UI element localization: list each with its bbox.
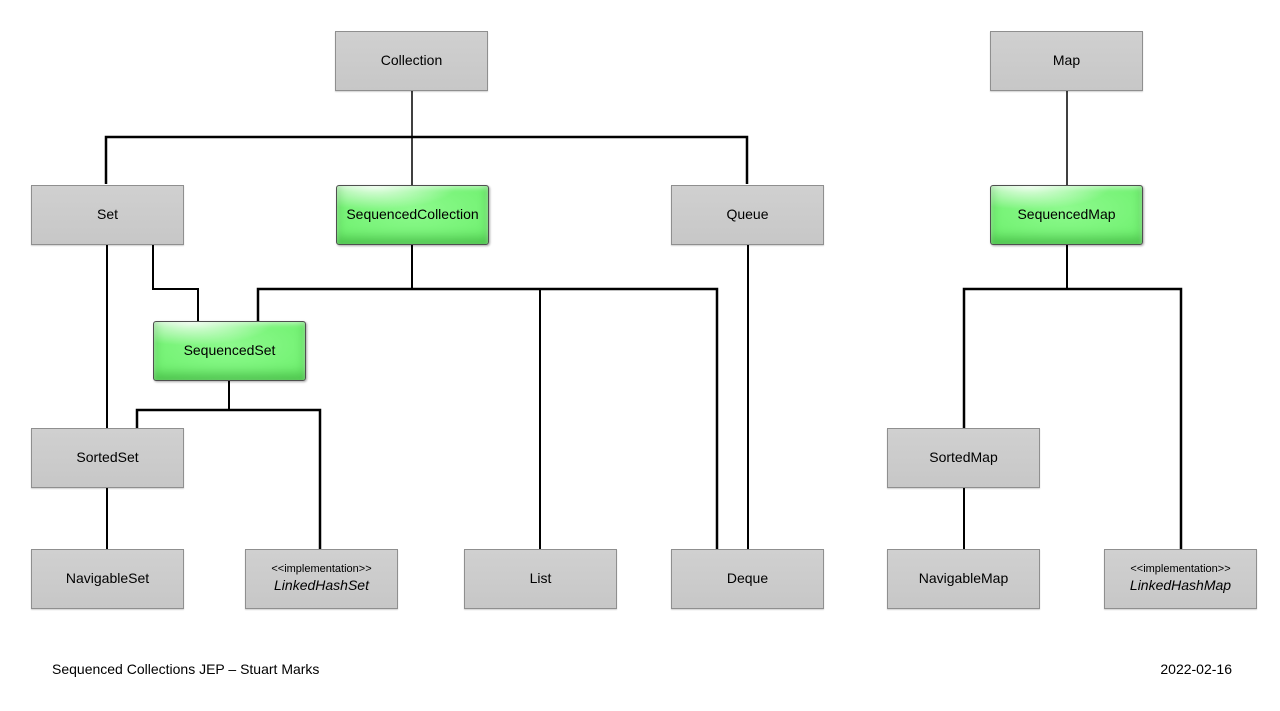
node-queue: Queue bbox=[671, 185, 824, 245]
node-sorted-map: SortedMap bbox=[887, 428, 1040, 488]
node-label-list: List bbox=[529, 570, 552, 587]
footer-credit: Sequenced Collections JEP – Stuart Marks bbox=[52, 661, 320, 677]
node-sequenced-collection: SequencedCollection bbox=[336, 185, 489, 245]
node-navigable-map: NavigableMap bbox=[887, 549, 1040, 609]
node-linked-hash-set: <<implementation>>LinkedHashSet bbox=[245, 549, 398, 609]
node-label-linked-hash-set: LinkedHashSet bbox=[274, 577, 369, 594]
node-navigable-set: NavigableSet bbox=[31, 549, 184, 609]
node-label-collection: Collection bbox=[380, 52, 443, 69]
node-label-sequenced-set: SequencedSet bbox=[183, 342, 276, 359]
edge-set-to-sequencedset bbox=[152, 245, 199, 321]
edge-map-splitter bbox=[962, 287, 1183, 549]
footer-date: 2022-02-16 bbox=[1160, 661, 1232, 677]
node-label-sorted-map: SortedMap bbox=[929, 449, 998, 466]
node-label-map: Map bbox=[1052, 52, 1081, 69]
node-deque: Deque bbox=[671, 549, 824, 609]
edge-seqcollection-splitter bbox=[256, 287, 719, 549]
node-sequenced-map: SequencedMap bbox=[990, 185, 1143, 245]
node-label-sequenced-collection: SequencedCollection bbox=[346, 206, 479, 223]
node-sorted-set: SortedSet bbox=[31, 428, 184, 488]
node-label-queue: Queue bbox=[726, 206, 769, 223]
node-label-sorted-set: SortedSet bbox=[76, 449, 139, 466]
node-label-deque: Deque bbox=[726, 570, 769, 587]
node-sequenced-set: SequencedSet bbox=[153, 321, 306, 381]
node-map: Map bbox=[990, 31, 1143, 91]
node-set: Set bbox=[31, 185, 184, 245]
node-stereotype-linked-hash-map: <<implementation>> bbox=[1130, 563, 1231, 576]
node-label-navigable-set: NavigableSet bbox=[65, 570, 150, 587]
node-linked-hash-map: <<implementation>>LinkedHashMap bbox=[1104, 549, 1257, 609]
node-stereotype-linked-hash-set: <<implementation>> bbox=[271, 563, 372, 576]
node-label-set: Set bbox=[96, 206, 118, 223]
edge-collection-splitter bbox=[104, 135, 749, 184]
node-collection: Collection bbox=[335, 31, 488, 91]
node-label-linked-hash-map: LinkedHashMap bbox=[1129, 577, 1232, 594]
node-list: List bbox=[464, 549, 617, 609]
node-label-sequenced-map: SequencedMap bbox=[1017, 206, 1116, 223]
edge-seqset-splitter bbox=[135, 408, 322, 549]
node-label-navigable-map: NavigableMap bbox=[918, 570, 1009, 587]
